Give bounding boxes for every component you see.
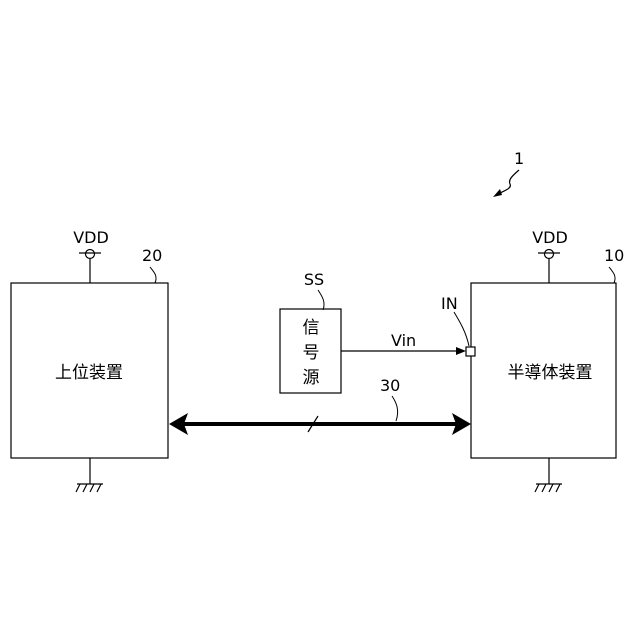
host-device-label: 上位装置 xyxy=(55,363,123,383)
host-vdd-label: VDD xyxy=(73,228,109,247)
semiconductor-ground-icon xyxy=(535,484,562,492)
semiconductor-device-reference: 10 xyxy=(604,246,624,265)
semiconductor-vdd-label: VDD xyxy=(532,228,568,247)
vin-signal-arrowhead xyxy=(456,347,466,355)
input-pin-label: IN xyxy=(441,294,458,313)
host-device-reference-leader xyxy=(150,267,156,283)
input-pin-leader xyxy=(454,312,469,346)
semiconductor-device: 半導体装置 10 VDD IN xyxy=(441,228,624,492)
signal-source-name: SS xyxy=(304,270,324,289)
host-device-reference: 20 xyxy=(142,246,162,265)
semiconductor-vdd-terminal xyxy=(545,250,554,259)
vin-signal-label: Vin xyxy=(391,331,416,350)
host-vdd-terminal xyxy=(86,250,95,259)
system-reference-leader xyxy=(498,170,519,194)
signal-source-label-char-1: 信 xyxy=(303,318,320,338)
semiconductor-device-reference-leader xyxy=(609,267,615,283)
signal-source: SS 信 号 源 xyxy=(280,270,341,393)
signal-source-leader xyxy=(318,290,324,310)
host-device: 上位装置 20 VDD xyxy=(11,228,168,492)
system-reference-label: 1 xyxy=(514,149,524,168)
bus-reference-leader xyxy=(392,396,398,421)
signal-source-label-char-2: 号 xyxy=(303,343,320,363)
signal-source-label-char-3: 源 xyxy=(303,368,320,388)
host-ground-icon xyxy=(76,484,103,492)
vin-signal: Vin xyxy=(341,331,466,355)
communication-bus: 30 xyxy=(169,376,471,435)
semiconductor-device-label: 半導体装置 xyxy=(508,363,593,383)
bus-reference: 30 xyxy=(380,376,400,395)
system-reference-arrowhead xyxy=(493,189,502,197)
input-pin-terminal xyxy=(466,347,475,356)
